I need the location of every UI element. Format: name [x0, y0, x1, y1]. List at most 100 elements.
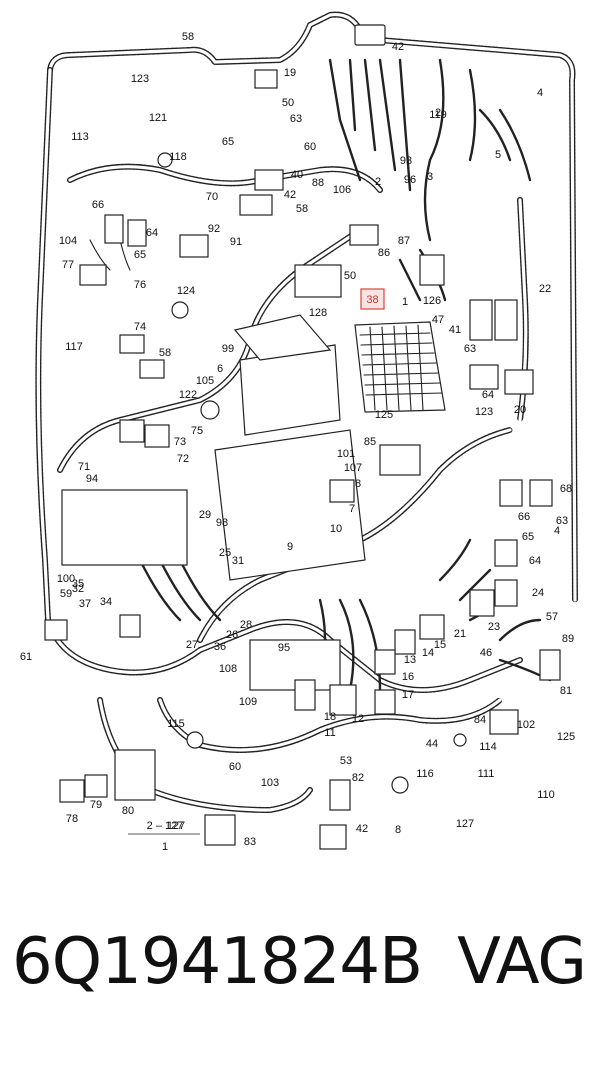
callout-number: 4: [537, 87, 543, 99]
callout-number: 17: [402, 689, 414, 701]
callout-number: 119: [429, 109, 447, 121]
callout-number: 110: [537, 789, 555, 801]
callout-number: 124: [177, 285, 195, 297]
callout-number: 14: [422, 647, 434, 659]
callout-number: 8: [395, 824, 401, 836]
control-module-38: [354, 321, 446, 413]
callout-number: 42: [392, 41, 404, 53]
callout-number: 79: [90, 799, 102, 811]
callout-number: 98: [216, 517, 228, 529]
callout-number: 35: [72, 578, 84, 590]
callout-number: 46: [480, 647, 492, 659]
callout-number: 19: [284, 67, 296, 79]
callout-number: 61: [20, 651, 32, 663]
callout-number: 26: [226, 629, 238, 641]
callout-number: 75: [191, 425, 203, 437]
callout-number: 93: [400, 155, 412, 167]
callout-number: 72: [177, 453, 189, 465]
callout-number: 44: [426, 738, 438, 750]
callout-number: 63: [290, 113, 302, 125]
callout-number: 6: [217, 363, 223, 375]
callout-number: 64: [482, 389, 494, 401]
callout-number: 70: [206, 191, 218, 203]
callout-number: 7: [349, 503, 355, 515]
highlighted-callout-number: 38: [366, 294, 378, 306]
callout-number: 103: [261, 777, 279, 789]
callout-number: 66: [92, 199, 104, 211]
callout-number: 108: [219, 663, 237, 675]
callout-number: 24: [532, 587, 544, 599]
callout-number: 47: [432, 314, 444, 326]
brand-name: VAG: [457, 925, 587, 999]
range-label: 2 – 127: [147, 820, 184, 832]
part-number: 6Q1941824B: [12, 925, 423, 999]
callout-number: 123: [475, 406, 493, 418]
callout-number: 29: [199, 509, 211, 521]
callout-number: 63: [464, 343, 476, 355]
callout-number: 77: [62, 259, 74, 271]
callout-number: 18: [324, 711, 336, 723]
callout-number: 60: [229, 761, 241, 773]
callout-number: 15: [434, 639, 446, 651]
callout-number: 95: [278, 642, 290, 654]
callout-number: 3: [427, 171, 433, 183]
callout-number: 121: [149, 112, 167, 124]
callout-number: 25: [219, 547, 231, 559]
callout-number: 1: [402, 296, 408, 308]
callout-number: 64: [529, 555, 541, 567]
highlighted-callout: 38: [360, 288, 385, 310]
callout-number: 106: [333, 184, 351, 196]
callout-number: 12: [352, 713, 364, 725]
callout-number: 59: [60, 588, 72, 600]
callout-number: 40: [291, 169, 303, 181]
range-label-group: 2 – 127 1: [128, 820, 200, 853]
callout-number: 16: [402, 671, 414, 683]
callout-number: 27: [186, 639, 198, 651]
callout-number: 73: [174, 436, 186, 448]
callout-number: 100: [57, 573, 75, 585]
callout-number: 85: [364, 436, 376, 448]
callout-number: 10: [330, 523, 342, 535]
callout-number: 58: [296, 203, 308, 215]
callout-number: 83: [244, 836, 256, 848]
callout-number: 126: [423, 295, 441, 307]
callout-number: 2: [435, 107, 441, 119]
callout-number: 20: [514, 404, 526, 416]
harness-looms: [35, 11, 578, 814]
callout-number: 65: [222, 136, 234, 148]
callout-number: 22: [539, 283, 551, 295]
callout-number: 82: [352, 772, 364, 784]
callout-number: 41: [449, 324, 461, 336]
callout-number: 86: [378, 247, 390, 259]
callout-number: 128: [309, 307, 327, 319]
callout-number: 127: [456, 818, 474, 830]
callout-number: 104: [59, 235, 77, 247]
callout-number: 23: [488, 621, 500, 633]
callout-number: 9: [287, 541, 293, 553]
callout-number: 50: [344, 270, 356, 282]
callout-number: 116: [416, 768, 434, 780]
callout-number: 42: [356, 823, 368, 835]
callout-number: 102: [517, 719, 535, 731]
range-label-group-number: 1: [162, 841, 168, 853]
callout-number: 76: [134, 279, 146, 291]
callout-number: 60: [304, 141, 316, 153]
callout-number: 87: [398, 235, 410, 247]
callout-number: 4: [554, 525, 560, 537]
callout-number: 125: [375, 409, 393, 421]
callout-number: 32: [72, 583, 84, 595]
callout-number: 101: [337, 448, 355, 460]
callout-number: 89: [562, 633, 574, 645]
callout-number: 118: [169, 151, 187, 163]
callout-number: 2: [375, 176, 381, 188]
callout-number: 107: [344, 462, 362, 474]
callout-number: 57: [546, 611, 558, 623]
callout-number: 58: [159, 347, 171, 359]
callout-number: 80: [122, 805, 134, 817]
callout-number: 65: [522, 531, 534, 543]
callout-number: 5: [495, 149, 501, 161]
callout-number: 65: [134, 249, 146, 261]
callout-number: 36: [214, 641, 226, 653]
callout-number: 68: [560, 483, 572, 495]
